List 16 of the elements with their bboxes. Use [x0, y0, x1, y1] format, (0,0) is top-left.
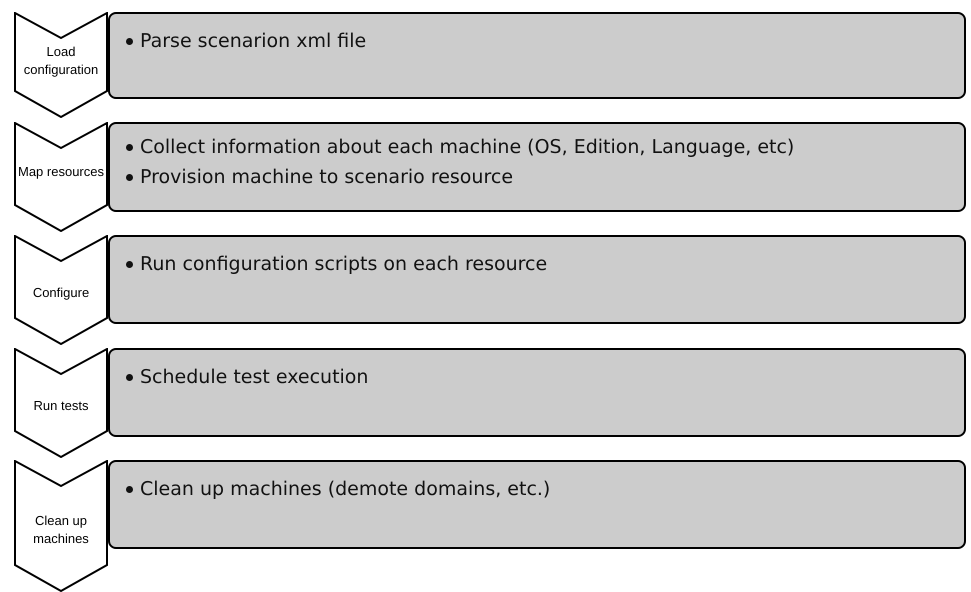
bullet-item: Parse scenarion xml file: [140, 29, 366, 54]
step-label: Configure: [32, 284, 90, 302]
detail-panel: [108, 122, 966, 212]
bullet-item: Provision machine to scenario resource: [140, 165, 514, 190]
step-label: Load configuration: [22, 42, 100, 78]
bullet-item: Schedule test execution: [140, 365, 368, 390]
step-label: Run tests: [32, 396, 90, 414]
detail-panel: [108, 460, 966, 549]
step-label: Clean up machines: [32, 512, 90, 548]
bullet-item: Run configuration scripts on each resource: [140, 252, 548, 277]
detail-panel: [108, 348, 966, 437]
bullet-item: Collect information about each machine (OS, Edition, Language, etc): [140, 135, 794, 160]
step-label: Map resources: [17, 162, 105, 180]
detail-panel: [108, 12, 966, 99]
bullet-item: Clean up machines (demote domains, etc.): [140, 477, 550, 502]
detail-panel: [108, 235, 966, 324]
